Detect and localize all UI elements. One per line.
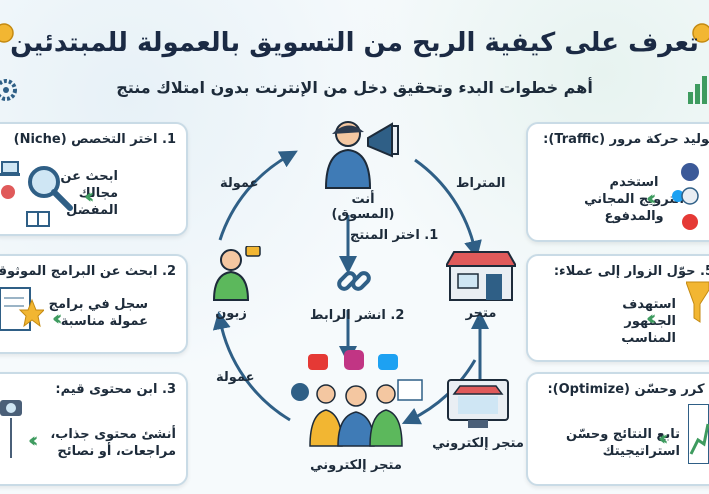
marketer-megaphone-icon — [324, 121, 399, 189]
chart-up-icon — [688, 76, 707, 104]
step-card-body: سجل في برامج عمولة مناسبة — [48, 297, 148, 329]
coin-icon — [692, 23, 709, 43]
coin-icon — [0, 23, 14, 43]
step-card-optimize: . كرر وحسّن (Optimize): تابع النتائج وحس… — [526, 372, 709, 486]
step-card-heading: توليد حركة مرور (Traffic): — [543, 132, 709, 147]
store-icon — [446, 251, 516, 301]
funnel-icon — [686, 281, 709, 323]
step2-label: 2. انشر الرابط — [310, 308, 405, 323]
chevron-icon: ‹‹ — [658, 426, 669, 450]
step-card-heading: 1. اختر التخصص (Niche) — [13, 132, 176, 147]
marketer-label: أنت (المسوق) — [331, 192, 395, 222]
step-card-body: استخدم الترويج المجاني والمدفوع — [584, 175, 684, 224]
gear-icon — [0, 79, 17, 101]
step-card-heading: 2. ابحث عن البرامج الموثوقة — [0, 264, 176, 279]
magnifier-icon — [28, 166, 73, 211]
chevron-icon: ‹‹ — [84, 184, 95, 208]
step-card-content: 3. ابنِ محتوى قيم: أنشئ محتوى جذاب، مراج… — [0, 372, 188, 486]
online-store-icon — [447, 379, 509, 428]
step-card-convert: 5. حوّل الزوار إلى عملاء: استهدف الجمهور… — [526, 254, 709, 362]
step-card-heading: . كرر وحسّن (Optimize): — [547, 382, 709, 397]
document-star-icon — [0, 287, 44, 331]
step1-label: 1. اختر المنتج — [350, 228, 439, 243]
crowd-social-icon — [291, 350, 423, 447]
commission-label-bottom: عمولة — [216, 370, 255, 385]
chevron-icon: ‹‹ — [646, 186, 657, 210]
growth-chart-icon — [688, 404, 709, 464]
step-card-heading: 3. ابنِ محتوى قيم: — [55, 382, 176, 397]
store-label: متجر — [465, 306, 497, 321]
laptop-icon — [0, 161, 20, 176]
cycle-arrows — [212, 150, 489, 425]
step-card-body: أنشئ محتوى جذاب، مراجعات، أو نصائح — [50, 427, 176, 459]
step-card-body: تابع النتائج وحسّن استراتيجيتك — [565, 427, 680, 459]
step-card-heading: 5. حوّل الزوار إلى عملاء: — [553, 264, 709, 279]
camera-icon — [0, 400, 22, 458]
customer-label: زبون — [215, 306, 247, 321]
book-icon — [26, 211, 50, 227]
crowd-store-label: متجر إلكتروني — [310, 458, 402, 473]
customer-icon — [212, 246, 261, 301]
commission-label-top: عمولة — [220, 176, 259, 191]
step-card-body: ابحث عن مجالك المفضل — [60, 169, 118, 218]
page-subtitle: أهم خطوات البدء وتحقيق دخل من الإنترنت ب… — [116, 78, 593, 97]
online-store-label: متجر إلكتروني — [432, 436, 524, 451]
step-card-traffic: توليد حركة مرور (Traffic): استخدم التروي… — [526, 122, 709, 242]
link-icon — [337, 271, 371, 291]
step-card-programs: 2. ابحث عن البرامج الموثوقة سجل في برامج… — [0, 254, 188, 354]
merchant-arrow-label: المتراط — [456, 176, 506, 191]
page-title: تعرف على كيفية الربح من التسويق بالعمولة… — [10, 28, 699, 58]
chevron-icon: ‹‹ — [28, 428, 39, 452]
chevron-icon: ‹‹ — [646, 306, 657, 330]
heart-icon — [1, 185, 15, 199]
chevron-icon: ‹‹ — [52, 306, 63, 330]
step-card-body: استهدف الجمهور المناسب — [621, 297, 676, 346]
social-icons — [672, 163, 699, 230]
